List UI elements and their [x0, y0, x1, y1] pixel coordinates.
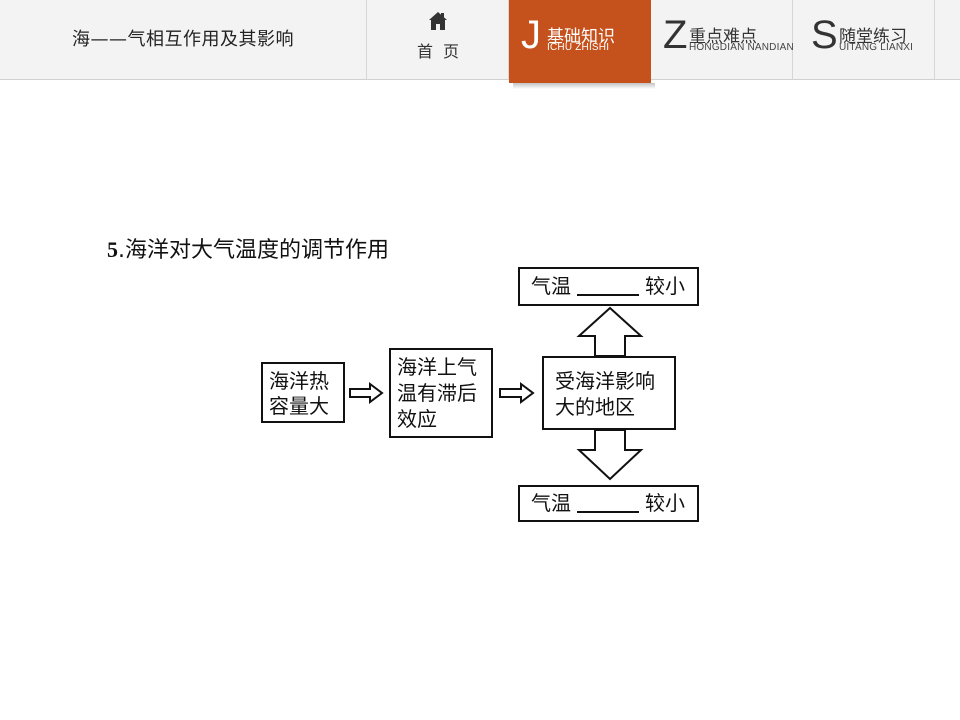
- home-label: 首页: [416, 42, 469, 61]
- tab-label: 基础知识: [547, 27, 615, 47]
- box-lag-effect: 海洋上气 温有滞后 效应: [389, 348, 493, 438]
- box-line: 温有滞后: [397, 381, 477, 405]
- box-line: 大的地区: [555, 395, 635, 419]
- box-line: 效应: [397, 407, 437, 431]
- tab-pinyin: ICHU ZHISHI: [547, 42, 610, 53]
- tab-key-points[interactable]: Z 重点难点 HONGDIAN NANDIAN: [651, 0, 794, 80]
- tab-letter: Z: [663, 13, 688, 57]
- down-arrow-icon: [576, 429, 644, 481]
- right-arrow-icon: [349, 382, 384, 404]
- box-suffix: 较小: [645, 491, 685, 515]
- box-line: 受海洋影响: [555, 369, 655, 393]
- tab-pinyin: UITANG LIANXI: [839, 42, 914, 53]
- fill-blank: [577, 293, 639, 296]
- home-button[interactable]: 首页: [367, 0, 509, 80]
- tab-label: 随堂练习: [839, 27, 907, 47]
- tab-letter: S: [811, 13, 838, 57]
- box-temperature-top: 气温 较小: [518, 267, 699, 306]
- box-line: 海洋热: [269, 369, 329, 393]
- home-icon: [429, 12, 447, 30]
- active-tab-shadow: [513, 83, 655, 89]
- tab-label: 重点难点: [689, 27, 757, 47]
- box-ocean-influenced-area: 受海洋影响 大的地区: [542, 356, 676, 430]
- box-heat-capacity: 海洋热 容量大: [261, 362, 345, 423]
- box-prefix: 气温: [531, 491, 571, 515]
- heading-text: .海洋对大气温度的调节作用: [118, 238, 389, 263]
- box-prefix: 气温: [531, 274, 571, 298]
- fill-blank: [577, 510, 639, 513]
- box-line: 容量大: [269, 394, 329, 418]
- tab-basic-knowledge[interactable]: J 基础知识 ICHU ZHISHI: [509, 0, 651, 83]
- tab-letter: J: [521, 13, 541, 57]
- tab-practice[interactable]: S 随堂练习 UITANG LIANXI: [793, 0, 935, 80]
- up-arrow-icon: [576, 306, 644, 357]
- section-heading: 5.海洋对大气温度的调节作用: [107, 232, 389, 264]
- box-suffix: 较小: [645, 274, 685, 298]
- box-temperature-bottom: 气温 较小: [518, 485, 699, 522]
- heading-number: 5: [107, 237, 118, 262]
- tab-pinyin: HONGDIAN NANDIAN: [689, 42, 794, 53]
- lesson-title: 海——气相互作用及其影响: [0, 0, 367, 80]
- right-arrow-icon: [499, 382, 535, 404]
- box-line: 海洋上气: [397, 355, 477, 379]
- top-nav-bar: 海——气相互作用及其影响 首页 J 基础知识 ICHU ZHISHI Z 重点难…: [0, 0, 960, 83]
